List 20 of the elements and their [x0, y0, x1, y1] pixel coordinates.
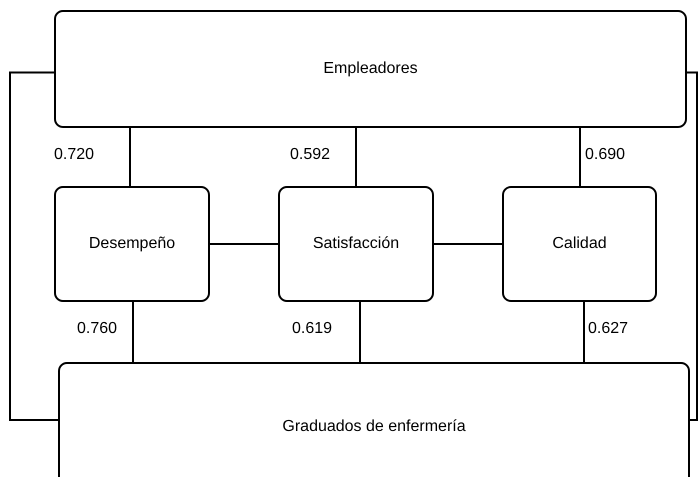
process-box [278, 186, 434, 302]
process-box [502, 186, 657, 302]
process-box [58, 362, 690, 477]
connector-line [355, 128, 357, 186]
node-label: Desempeño [88, 235, 176, 253]
connector-line [9, 72, 58, 421]
process-box [54, 10, 687, 128]
connector-line [579, 128, 581, 186]
connector-line [129, 128, 131, 186]
connector-line [359, 302, 361, 362]
connector-line [583, 302, 585, 362]
node-label: Satisfacción [312, 235, 400, 253]
connector-line [687, 72, 698, 421]
connector-line [132, 302, 134, 362]
node-label: Calidad [552, 235, 607, 253]
node-label: Graduados de enfermería [282, 418, 466, 436]
process-box [54, 186, 210, 302]
node-label: Empleadores [323, 60, 418, 78]
connector-line [434, 243, 502, 245]
connector-line [210, 243, 278, 245]
